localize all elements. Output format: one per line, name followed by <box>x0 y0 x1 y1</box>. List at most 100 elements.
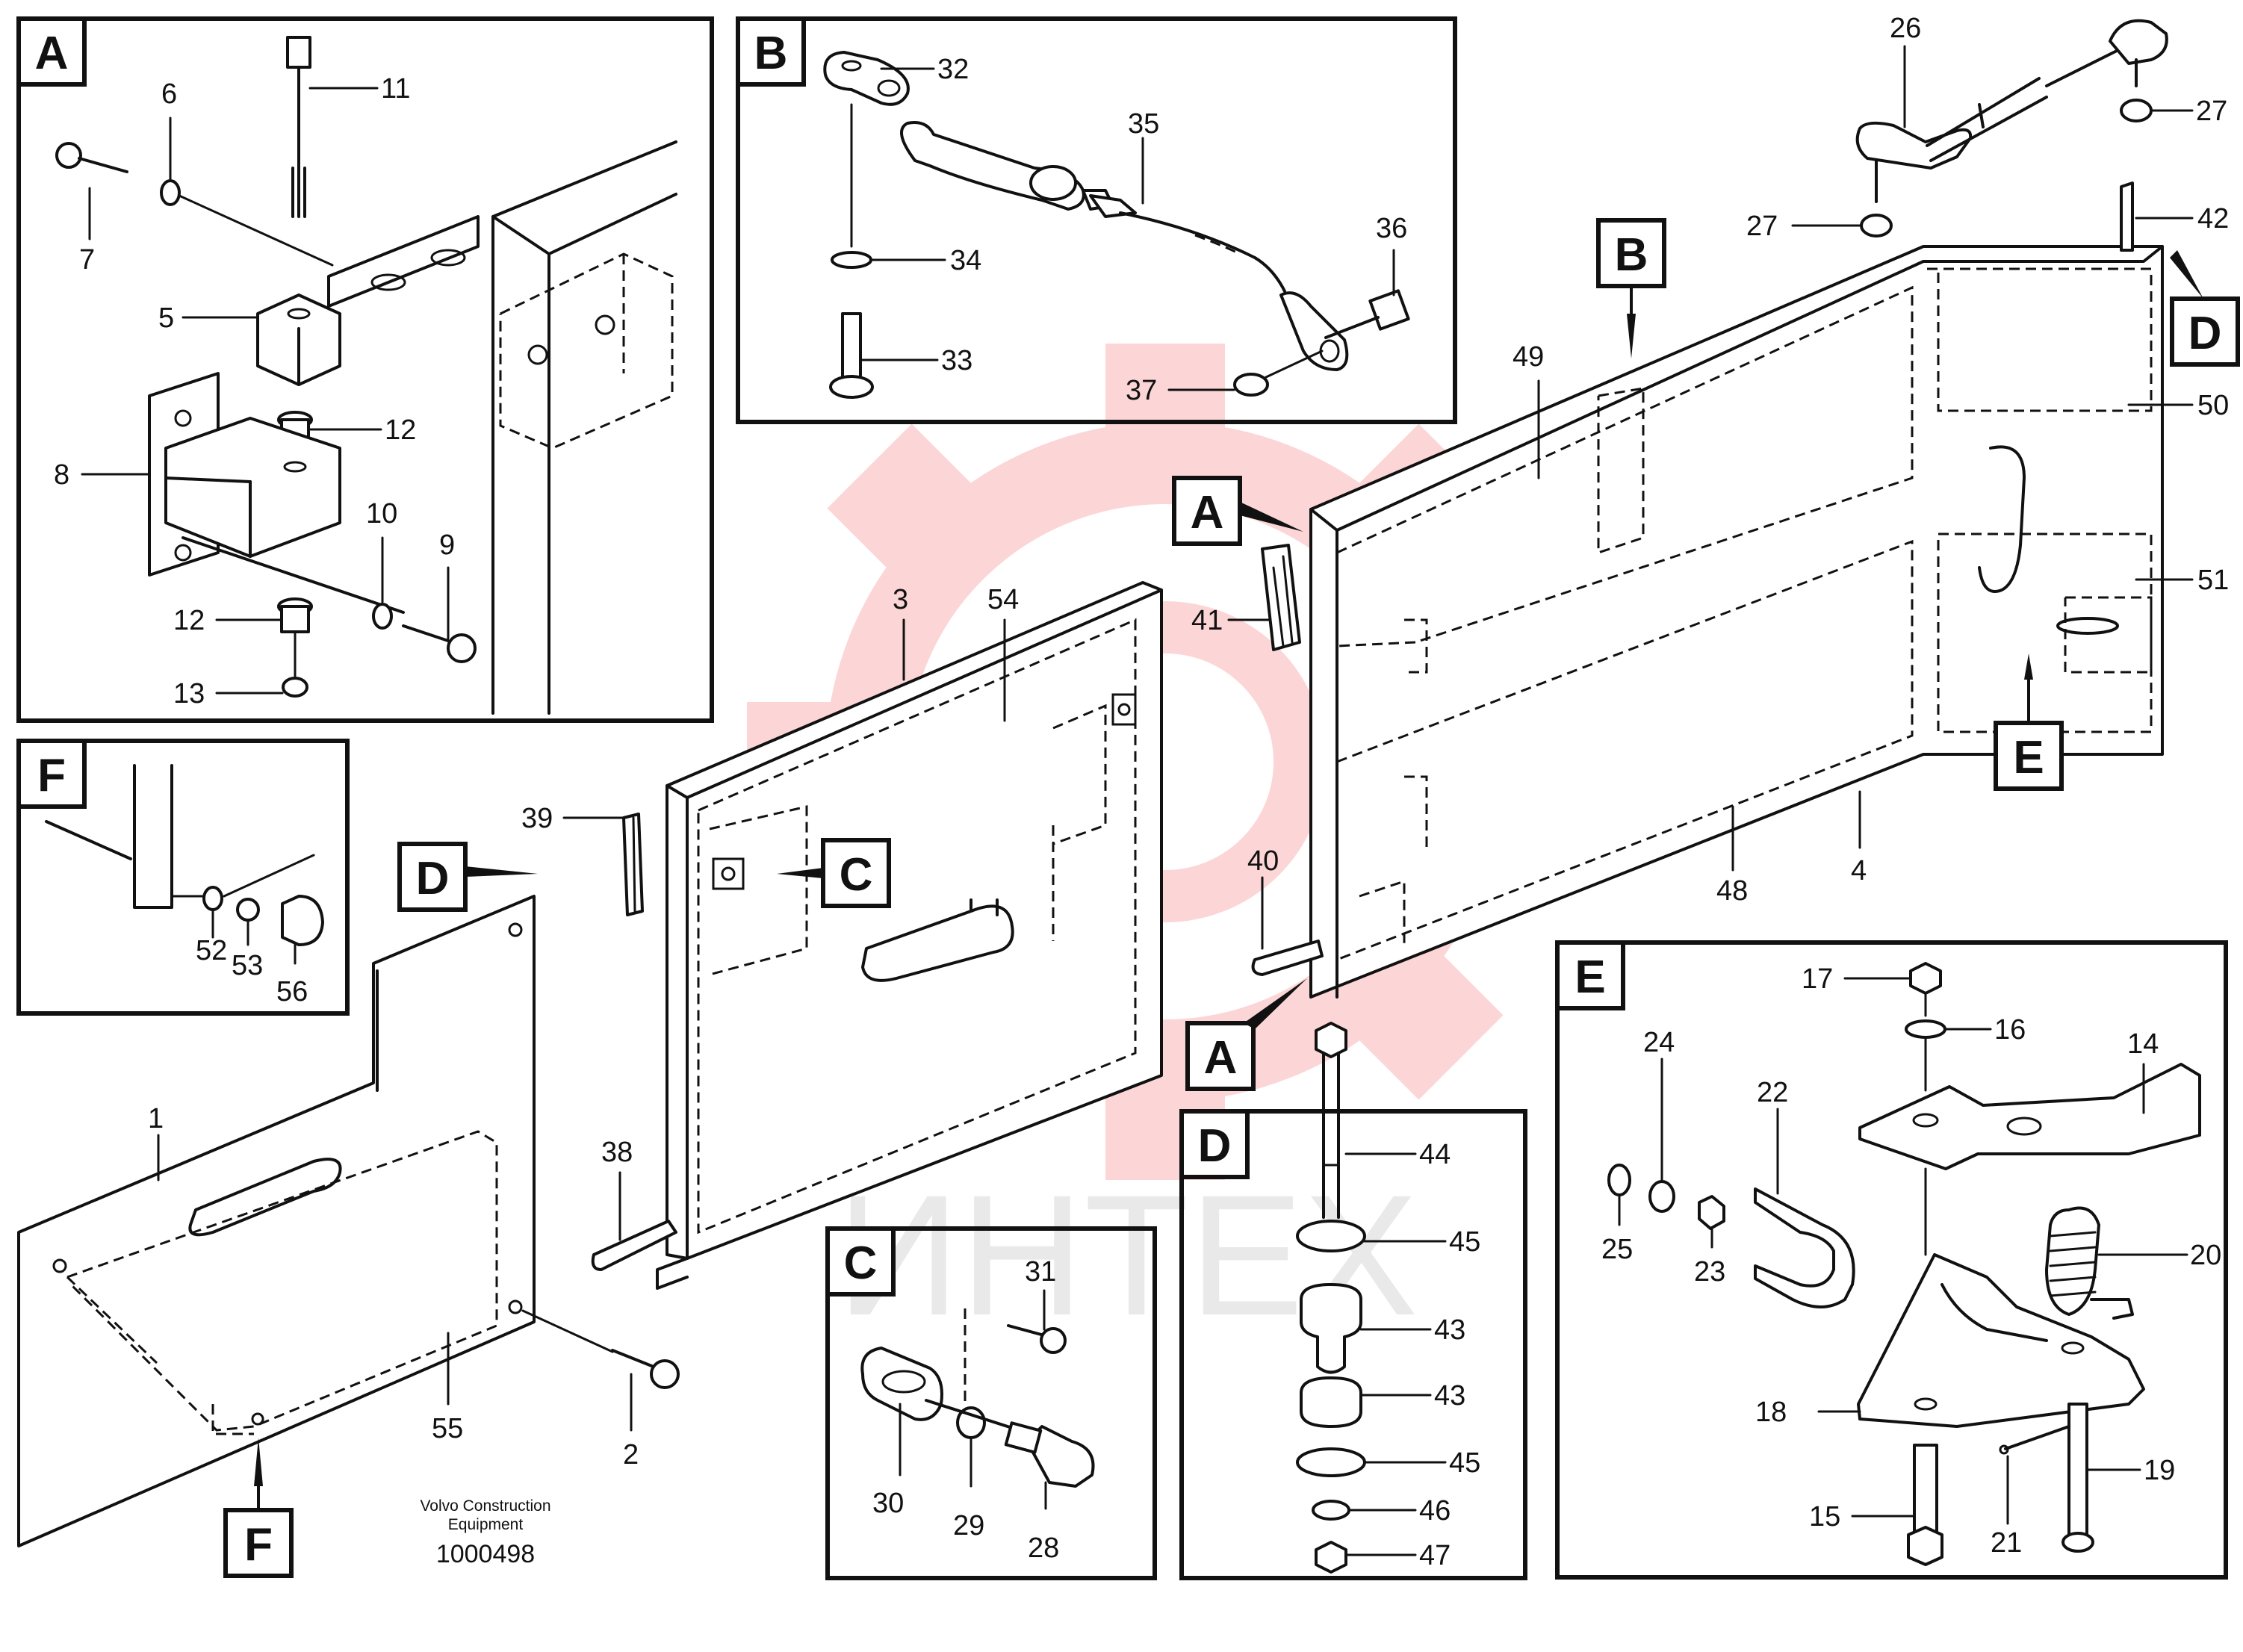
part-label-23: 23 <box>1694 1256 1725 1288</box>
part-label-37: 37 <box>1126 375 1157 406</box>
part-label-22: 22 <box>1757 1077 1788 1108</box>
detail-e-labels: 17 16 14 24 22 25 23 20 18 19 21 15 <box>1601 963 2221 1559</box>
part-label-13: 13 <box>173 678 205 709</box>
part-label-45-bottom: 45 <box>1449 1447 1480 1479</box>
detail-a-box: A <box>16 16 714 723</box>
part-label-30: 30 <box>872 1488 904 1519</box>
callout-a-top: A <box>1172 476 1303 546</box>
part-label-5: 5 <box>158 302 174 334</box>
part-label-34: 34 <box>950 245 981 276</box>
part-label-50: 50 <box>2197 390 2229 421</box>
part-label-10: 10 <box>366 498 397 530</box>
part-label-11: 11 <box>381 73 410 105</box>
part-label-35: 35 <box>1128 108 1159 140</box>
part-label-2: 2 <box>623 1439 639 1471</box>
callout-b: B <box>1596 218 1666 358</box>
detail-letter-d: D <box>1198 1120 1232 1172</box>
part-label-25: 25 <box>1601 1234 1633 1265</box>
part-label-32: 32 <box>937 54 969 85</box>
detail-c-box: C <box>825 1226 1157 1580</box>
svg-text:A: A <box>1191 487 1224 538</box>
middle-door <box>656 581 1163 1290</box>
svg-text:C: C <box>840 849 873 901</box>
part-label-27-left: 27 <box>1746 211 1778 242</box>
detail-letter-a: A <box>35 28 69 79</box>
part-label-52: 52 <box>196 935 227 966</box>
detail-b-box: B <box>736 16 1457 424</box>
right-panel-labels: 49 42 50 51 48 4 <box>1513 203 2229 907</box>
part-label-46: 46 <box>1419 1495 1451 1527</box>
part-label-9: 9 <box>439 530 455 561</box>
part-label-42: 42 <box>2197 203 2229 235</box>
detail-b-labels: 32 35 34 33 36 37 <box>859 54 1407 406</box>
part-label-48: 48 <box>1716 875 1748 907</box>
detail-letter-e: E <box>1575 951 1605 1003</box>
part-label-20: 20 <box>2190 1240 2221 1271</box>
part-label-33: 33 <box>941 345 972 376</box>
part-label-21: 21 <box>1991 1527 2022 1559</box>
part-label-24: 24 <box>1643 1027 1675 1058</box>
detail-letter-f: F <box>37 750 66 801</box>
part-label-15: 15 <box>1809 1501 1840 1533</box>
part-label-53: 53 <box>232 950 263 981</box>
detail-a-labels: 11 6 7 5 12 8 10 9 12 13 <box>54 73 455 709</box>
part-label-56: 56 <box>276 976 308 1007</box>
seal-strips <box>591 544 1324 1271</box>
callout-d-right: D <box>2170 250 2240 367</box>
part-label-41: 41 <box>1191 605 1223 636</box>
maker-line-2: Equipment <box>448 1516 524 1533</box>
gas-strut-labels: 26 27 27 <box>1746 13 2227 242</box>
part-label-45-top: 45 <box>1449 1226 1480 1258</box>
detail-e-box: E <box>1555 940 2228 1580</box>
part-label-44: 44 <box>1419 1139 1451 1170</box>
front-cover <box>17 895 680 1547</box>
svg-text:B: B <box>1615 229 1648 281</box>
mount-stack <box>1296 1022 1366 1574</box>
part-label-12-top: 12 <box>385 414 416 446</box>
detail-letter-c: C <box>844 1238 878 1289</box>
part-label-55: 55 <box>432 1413 463 1444</box>
part-label-26: 26 <box>1890 13 1921 44</box>
part-label-43-top: 43 <box>1434 1314 1465 1346</box>
part-label-8: 8 <box>54 459 69 491</box>
svg-text:E: E <box>2013 732 2044 783</box>
svg-text:A: A <box>1204 1032 1238 1084</box>
callout-a-bottom: A <box>1185 978 1307 1091</box>
svg-text:D: D <box>416 853 450 904</box>
part-label-14: 14 <box>2127 1028 2159 1060</box>
part-label-54: 54 <box>987 584 1019 615</box>
callout-d-left: D <box>397 842 538 912</box>
part-label-18: 18 <box>1755 1397 1787 1428</box>
part-label-39: 39 <box>521 803 553 834</box>
part-label-19: 19 <box>2144 1455 2175 1486</box>
part-label-28: 28 <box>1028 1533 1059 1564</box>
svg-text:D: D <box>2188 308 2222 359</box>
callout-c: C <box>777 838 891 908</box>
part-label-7: 7 <box>79 244 95 276</box>
front-cover-labels: 1 55 2 <box>148 1103 639 1471</box>
part-label-17: 17 <box>1802 963 1833 995</box>
maker-line-1: Volvo Construction <box>420 1497 550 1515</box>
part-label-29: 29 <box>953 1510 984 1541</box>
detail-d-labels: 44 45 43 43 45 46 47 <box>1344 1139 1480 1571</box>
callout-e: E <box>1937 653 2164 791</box>
part-label-4: 4 <box>1851 855 1867 886</box>
part-label-1: 1 <box>148 1103 164 1134</box>
callout-f: F <box>223 1438 294 1578</box>
detail-letter-b: B <box>754 28 788 79</box>
part-label-36: 36 <box>1376 213 1407 244</box>
part-label-6: 6 <box>161 78 177 110</box>
part-label-31: 31 <box>1025 1256 1056 1288</box>
part-label-38: 38 <box>601 1137 633 1168</box>
part-label-12-bottom: 12 <box>173 605 205 636</box>
svg-text:F: F <box>244 1519 273 1571</box>
part-label-3: 3 <box>893 584 908 615</box>
part-label-49: 49 <box>1513 341 1544 373</box>
seal-labels: 39 38 41 40 <box>521 605 1279 1241</box>
detail-d-box: D <box>1179 1109 1527 1580</box>
part-label-51: 51 <box>2197 565 2229 596</box>
part-label-27-right: 27 <box>2196 96 2227 127</box>
drawing-number: 1000498 <box>436 1540 535 1568</box>
detail-c-labels: 31 30 29 28 <box>872 1256 1059 1564</box>
